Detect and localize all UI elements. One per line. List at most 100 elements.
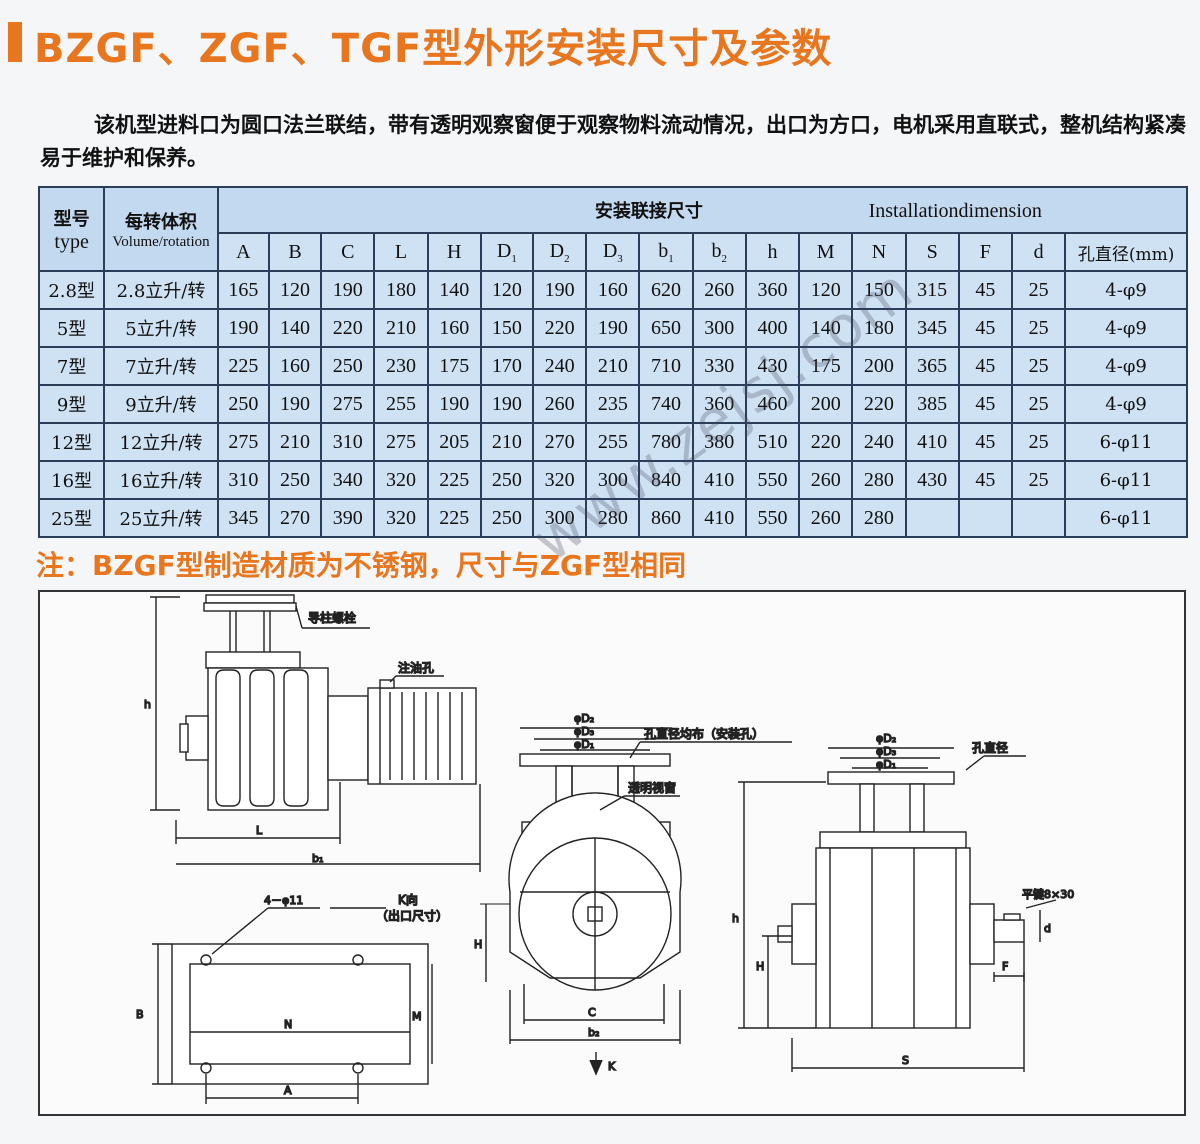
material-note: 注：BZGF型制造材质为不锈钢，尺寸与ZGF型相同 xyxy=(36,549,687,582)
title-marker xyxy=(8,22,22,62)
cell-D1: 250 xyxy=(479,460,535,500)
cell-h: 510 xyxy=(744,422,801,462)
cell-L: 320 xyxy=(373,460,429,500)
cell-H: 140 xyxy=(426,270,482,310)
cell-model: 2.8型 xyxy=(37,270,106,310)
col-b1: b1 xyxy=(638,232,694,272)
group-header: 安装联接尺寸 Installationdimension xyxy=(216,186,1189,234)
cell-h: 400 xyxy=(744,308,801,348)
cell-hole: 6-φ11 xyxy=(1064,422,1188,462)
cell-model: 5型 xyxy=(37,308,106,348)
cell-C: 250 xyxy=(320,346,376,386)
cell-b1: 710 xyxy=(638,346,694,386)
cell-volume: 2.8立升/转 xyxy=(103,270,219,310)
col-S: S xyxy=(904,232,960,272)
cell-H: 160 xyxy=(426,308,482,348)
label-guide-bolt: 导柱螺栓 xyxy=(308,610,356,625)
cell-F: 45 xyxy=(957,422,1013,462)
col-model-label-en: type xyxy=(54,230,89,253)
cell-A: 310 xyxy=(216,460,270,500)
cell-b1: 780 xyxy=(638,422,694,462)
cell-M: 260 xyxy=(798,460,854,500)
col-H: H xyxy=(426,232,482,272)
cell-L: 230 xyxy=(373,346,429,386)
cell-M: 220 xyxy=(798,422,854,462)
cell-M: 140 xyxy=(798,308,854,348)
cell-N: 180 xyxy=(851,308,907,348)
cell-b2: 380 xyxy=(691,422,747,462)
cell-D3: 300 xyxy=(585,460,641,500)
cell-L: 255 xyxy=(373,384,429,424)
cell-b2: 410 xyxy=(691,460,747,500)
cell-volume: 9立升/转 xyxy=(103,384,219,424)
end-view xyxy=(738,747,1057,1072)
col-D1: D1 xyxy=(479,232,535,272)
cell-F: 45 xyxy=(957,460,1013,500)
cell-d: 25 xyxy=(1010,308,1067,348)
cell-D3: 255 xyxy=(585,422,641,462)
label-k-view: K向 xyxy=(398,892,418,907)
label-h-end: h xyxy=(732,912,739,925)
intro-paragraph: 该机型进料口为圆口法兰联结，带有透明观察窗便于观察物料流动情况，出口为方口，电机… xyxy=(40,108,1190,174)
cell-B: 160 xyxy=(267,346,323,386)
cell-B: 140 xyxy=(267,308,323,348)
cell-D2: 190 xyxy=(531,270,588,310)
cell-C: 390 xyxy=(320,498,376,538)
label-K: K xyxy=(608,1060,616,1073)
cell-C: 275 xyxy=(320,384,376,424)
cell-b1: 840 xyxy=(638,460,694,500)
col-d: d xyxy=(1010,232,1067,272)
cell-D3: 210 xyxy=(585,346,641,386)
label-b1: b₁ xyxy=(312,852,323,865)
cell-C: 340 xyxy=(320,460,376,500)
cell-D3: 280 xyxy=(585,498,641,538)
cell-H: 175 xyxy=(426,346,482,386)
group-header-en: Installationdimension xyxy=(868,200,1042,222)
cell-D2: 300 xyxy=(531,498,588,538)
cell-A: 250 xyxy=(216,384,270,424)
col-D3: D3 xyxy=(585,232,641,272)
label-L: L xyxy=(256,824,263,837)
label-front-D2: φD₂ xyxy=(574,712,594,725)
cell-hole: 4-φ9 xyxy=(1064,384,1188,424)
cell-model: 12型 xyxy=(37,422,106,462)
cell-b1: 650 xyxy=(638,308,694,348)
col-A: A xyxy=(216,232,270,272)
cell-b2: 260 xyxy=(691,270,747,310)
label-M: M xyxy=(412,1010,422,1023)
cell-d: 25 xyxy=(1010,384,1067,424)
label-d: d xyxy=(1044,922,1051,935)
col-C: C xyxy=(320,232,376,272)
cell-M: 200 xyxy=(798,384,854,424)
cell-B: 250 xyxy=(267,460,323,500)
col-model-label: 型号 xyxy=(53,208,90,230)
cell-h: 360 xyxy=(744,270,801,310)
col-b2: b2 xyxy=(691,232,747,272)
cell-b2: 360 xyxy=(691,384,747,424)
label-oil-hole: 注油孔 xyxy=(398,660,434,675)
cell-hole: 4-φ9 xyxy=(1064,270,1188,310)
label-h-side: h xyxy=(144,698,151,711)
cell-A: 225 xyxy=(216,346,270,386)
col-volume-label-en: Volume/rotation xyxy=(112,233,210,250)
label-hole-dia: 孔直径 xyxy=(972,741,1008,755)
cell-D1: 250 xyxy=(479,498,535,538)
label-key: 平键8×30 xyxy=(1022,887,1074,901)
cell-S xyxy=(904,498,960,538)
cell-A: 190 xyxy=(216,308,270,348)
drawing-svg: 导柱螺栓 注油孔 h L b₁ 4－φ11 K向 （出口尺寸） B N M A xyxy=(135,594,1075,1104)
label-four-phi: 4－φ11 xyxy=(264,894,303,907)
technical-drawing: 导柱螺栓 注油孔 h L b₁ 4－φ11 K向 （出口尺寸） B N M A xyxy=(38,590,1186,1116)
cell-d xyxy=(1010,498,1067,538)
cell-A: 275 xyxy=(216,422,270,462)
cell-M: 120 xyxy=(798,270,854,310)
label-outlet: （出口尺寸） xyxy=(376,909,448,923)
col-D2: D2 xyxy=(531,232,588,272)
label-F: F xyxy=(1002,960,1008,973)
cell-B: 210 xyxy=(267,422,323,462)
label-front-D3: φD₃ xyxy=(574,725,594,738)
label-B: B xyxy=(136,1008,144,1021)
cell-b1: 620 xyxy=(638,270,694,310)
